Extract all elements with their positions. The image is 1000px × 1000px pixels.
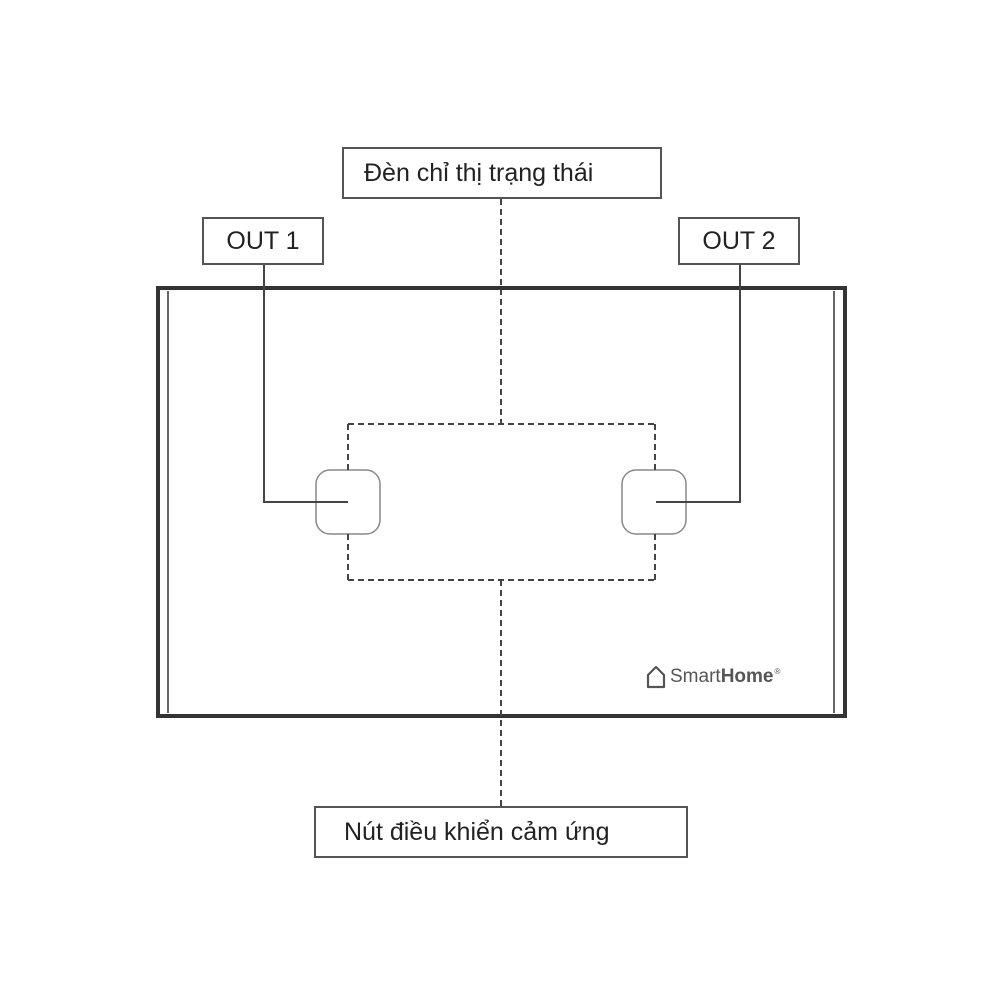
house-icon <box>646 665 666 689</box>
leader-out2 <box>656 265 741 503</box>
out1-label: OUT 1 <box>202 217 324 265</box>
leader-status-indicator <box>347 199 656 470</box>
brand-home: Home <box>720 666 774 687</box>
brand-registered: ® <box>774 666 781 676</box>
out2-label: OUT 2 <box>678 217 800 265</box>
brand-smart: Smart <box>670 666 721 687</box>
status-indicator-label: Đèn chỉ thị trạng thái <box>342 147 662 199</box>
leader-out1 <box>263 265 348 503</box>
touch-control-label: Nút điều khiển cảm ứng <box>314 806 688 858</box>
leader-touch-control <box>347 534 656 806</box>
